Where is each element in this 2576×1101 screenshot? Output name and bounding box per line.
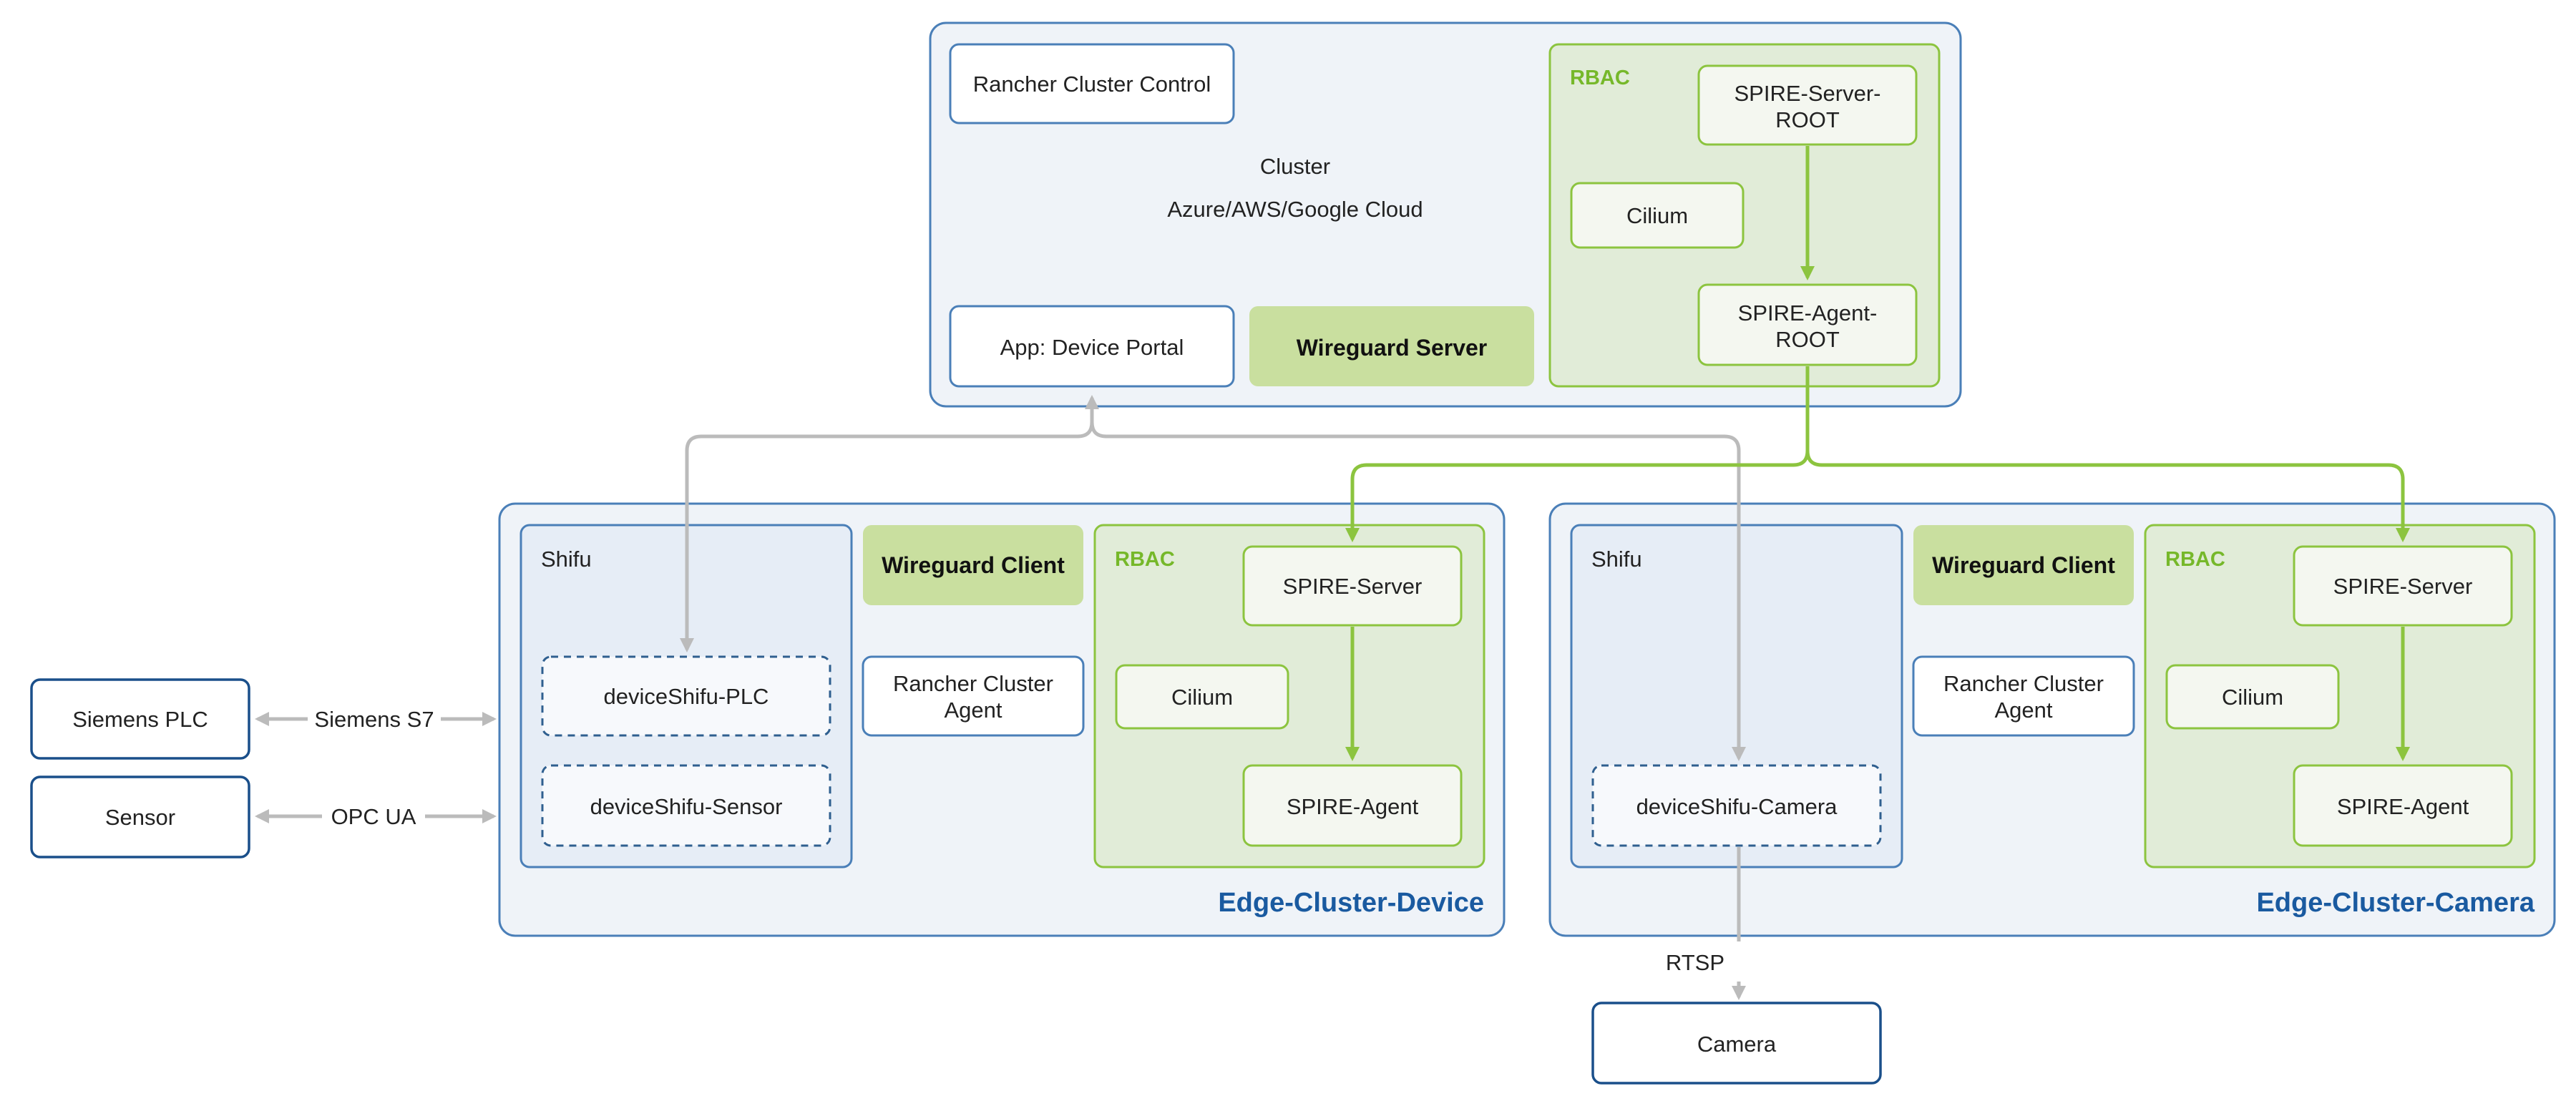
rtsp-connector: RTSP bbox=[1666, 847, 1746, 1000]
siemens-plc-label: Siemens PLC bbox=[72, 707, 208, 732]
cloud-rbac-label: RBAC bbox=[1570, 67, 1630, 89]
camera-spire-server-box[interactable]: SPIRE-Server bbox=[2293, 545, 2513, 627]
deviceshifu-sensor-box[interactable]: deviceShifu-Sensor bbox=[541, 764, 831, 847]
camera-wireguard-client-label: Wireguard Client bbox=[1932, 552, 2115, 578]
camera-spire-server-label: SPIRE-Server bbox=[2333, 574, 2473, 599]
cloud-cilium-label: Cilium bbox=[1626, 203, 1688, 228]
camera-spire-agent-box[interactable]: SPIRE-Agent bbox=[2293, 764, 2513, 847]
camera-cilium-label: Cilium bbox=[2222, 685, 2283, 710]
device-rancher-agent-label-1: Rancher Cluster bbox=[893, 671, 1053, 696]
device-wireguard-client-label: Wireguard Client bbox=[882, 552, 1065, 578]
spire-server-root-label-2: ROOT bbox=[1775, 107, 1840, 132]
camera-rancher-agent-label-2: Agent bbox=[1994, 698, 2052, 723]
device-wireguard-client-box[interactable]: Wireguard Client bbox=[863, 525, 1083, 605]
device-cilium-label: Cilium bbox=[1171, 685, 1233, 710]
camera-shifu-box: Shifu deviceShifu-Camera bbox=[1570, 524, 1903, 868]
device-spire-agent-box[interactable]: SPIRE-Agent bbox=[1242, 764, 1463, 847]
device-cilium-box[interactable]: Cilium bbox=[1115, 664, 1289, 730]
rancher-cluster-control-label: Rancher Cluster Control bbox=[973, 72, 1211, 97]
camera-rancher-agent-label-1: Rancher Cluster bbox=[1943, 671, 2104, 696]
wireguard-server-label: Wireguard Server bbox=[1297, 335, 1487, 361]
edge-camera-title: Edge-Cluster-Camera bbox=[2256, 888, 2534, 918]
camera-cilium-box[interactable]: Cilium bbox=[2165, 664, 2340, 730]
deviceshifu-plc-label: deviceShifu-PLC bbox=[604, 684, 769, 709]
camera-spire-agent-label: SPIRE-Agent bbox=[2337, 794, 2469, 819]
wireguard-server-box[interactable]: Wireguard Server bbox=[1249, 306, 1534, 386]
camera-rancher-agent-box[interactable]: Rancher Cluster Agent bbox=[1912, 655, 2135, 737]
camera-shifu-label: Shifu bbox=[1591, 547, 1642, 572]
camera-wireguard-client-box[interactable]: Wireguard Client bbox=[1913, 525, 2134, 605]
device-spire-server-box[interactable]: SPIRE-Server bbox=[1242, 545, 1463, 627]
deviceshifu-camera-box[interactable]: deviceShifu-Camera bbox=[1591, 764, 1882, 847]
rancher-cluster-control-box[interactable]: Rancher Cluster Control bbox=[949, 43, 1235, 124]
opc-ua-connector: OPC UA bbox=[255, 804, 497, 829]
device-portal-box[interactable]: App: Device Portal bbox=[949, 305, 1235, 388]
edge-cluster-camera: Edge-Cluster-Camera Shifu deviceShifu-Ca… bbox=[1548, 502, 2556, 937]
camera-rbac-label: RBAC bbox=[2165, 548, 2225, 571]
device-spire-server-label: SPIRE-Server bbox=[1283, 574, 1423, 599]
device-rancher-agent-label-2: Agent bbox=[944, 698, 1002, 723]
cloud-provider-label: Azure/AWS/Google Cloud bbox=[1167, 197, 1423, 222]
rtsp-label: RTSP bbox=[1666, 950, 1724, 975]
spire-agent-root-box[interactable]: SPIRE-Agent- ROOT bbox=[1697, 283, 1918, 366]
device-spire-agent-label: SPIRE-Agent bbox=[1287, 794, 1419, 819]
deviceshifu-camera-label: deviceShifu-Camera bbox=[1636, 794, 1838, 819]
device-rancher-agent-box[interactable]: Rancher Cluster Agent bbox=[862, 655, 1085, 737]
device-portal-connectors bbox=[680, 395, 1746, 761]
spire-connectors bbox=[1345, 146, 2410, 761]
cluster-label: Cluster bbox=[1260, 154, 1330, 179]
spire-server-root-label-1: SPIRE-Server- bbox=[1735, 81, 1881, 106]
spire-agent-root-label-2: ROOT bbox=[1775, 327, 1840, 352]
siemens-s7-connector: Siemens S7 bbox=[255, 707, 497, 732]
camera-rbac-box: RBAC SPIRE-Server Cilium SPIRE-Agent bbox=[2144, 524, 2536, 868]
deviceshifu-sensor-label: deviceShifu-Sensor bbox=[590, 794, 783, 819]
device-rbac-box: RBAC SPIRE-Server Cilium SPIRE-Agent bbox=[1093, 524, 1485, 868]
deviceshifu-plc-box[interactable]: deviceShifu-PLC bbox=[541, 655, 831, 737]
cloud-rbac-box: RBAC SPIRE-Server- ROOT Cilium SPIRE-Age… bbox=[1548, 43, 1941, 388]
cloud-cilium-box[interactable]: Cilium bbox=[1570, 182, 1745, 249]
siemens-s7-label: Siemens S7 bbox=[314, 707, 434, 732]
opc-ua-label: OPC UA bbox=[331, 804, 416, 829]
spire-server-root-box[interactable]: SPIRE-Server- ROOT bbox=[1697, 64, 1918, 146]
device-rbac-label: RBAC bbox=[1115, 548, 1175, 571]
edge-device-title: Edge-Cluster-Device bbox=[1218, 888, 1484, 918]
sensor-label: Sensor bbox=[105, 805, 175, 830]
camera-label: Camera bbox=[1697, 1032, 1777, 1057]
device-shifu-label: Shifu bbox=[541, 547, 592, 572]
camera-box[interactable]: Camera bbox=[1591, 1002, 1882, 1085]
cloud-cluster: Rancher Cluster Control Cluster Azure/AW… bbox=[929, 21, 1962, 408]
device-portal-label: App: Device Portal bbox=[1000, 335, 1184, 360]
spire-agent-root-label-1: SPIRE-Agent- bbox=[1738, 300, 1878, 326]
siemens-plc-box[interactable]: Siemens PLC bbox=[30, 678, 250, 760]
sensor-box[interactable]: Sensor bbox=[30, 775, 250, 858]
